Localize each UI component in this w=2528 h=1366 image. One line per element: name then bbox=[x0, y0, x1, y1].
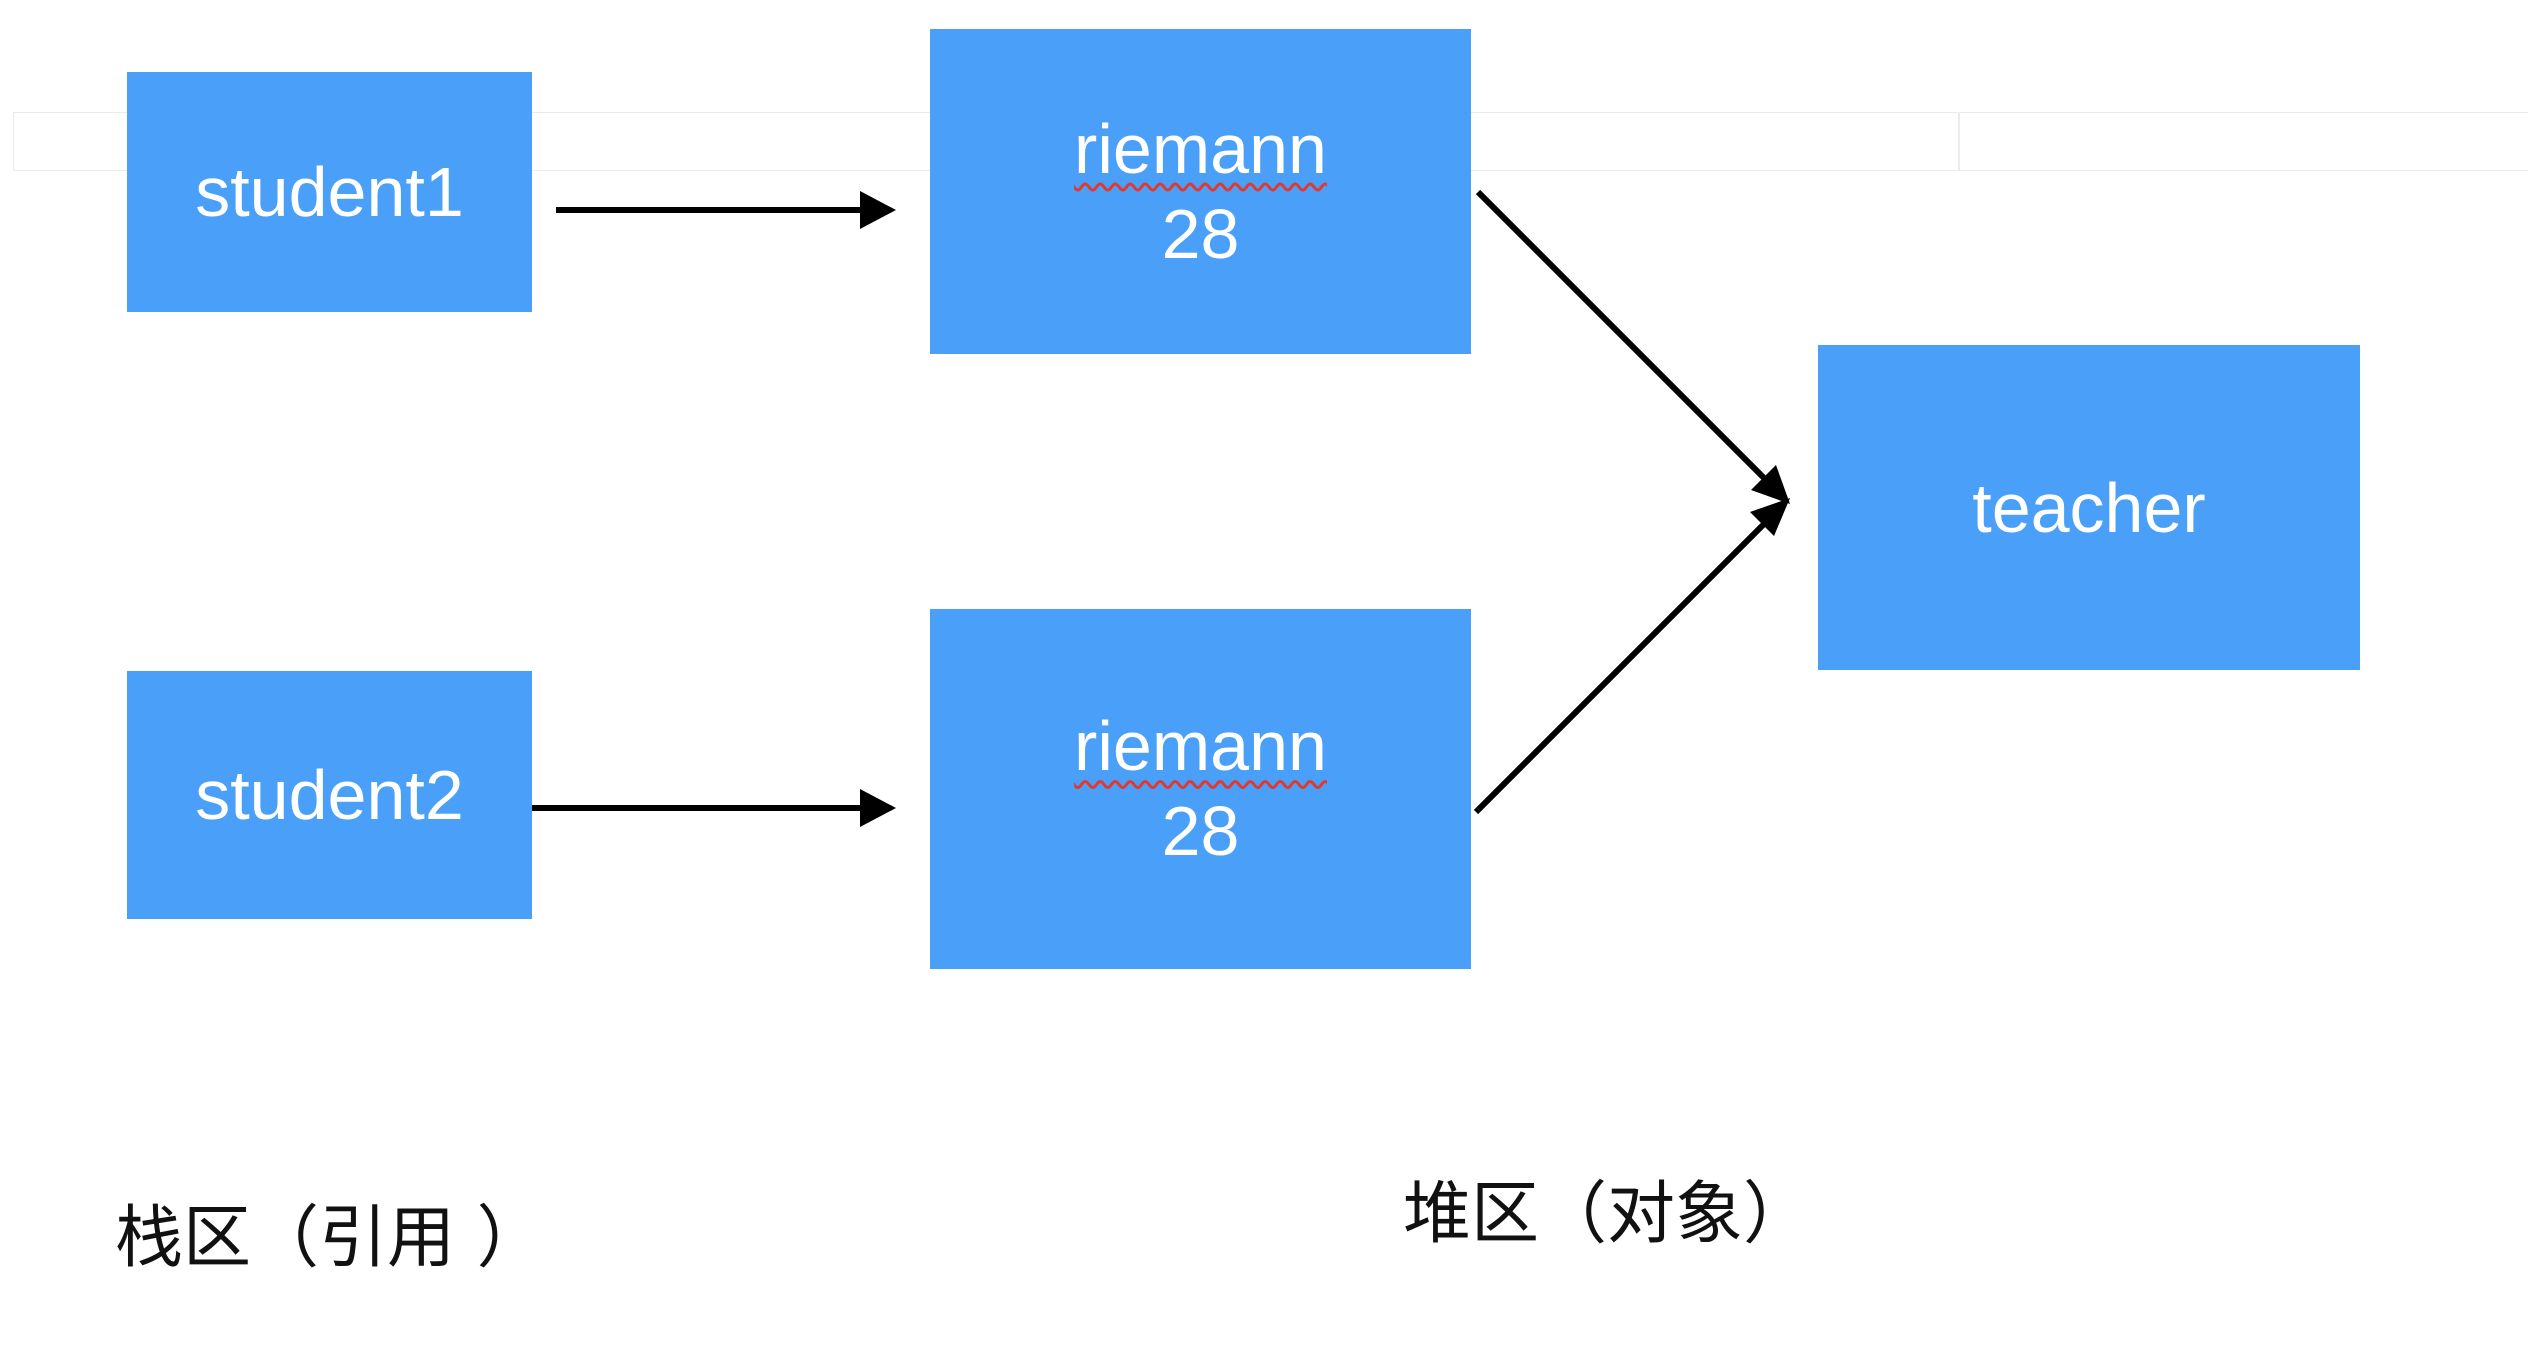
arrow-head-student1 bbox=[860, 191, 896, 229]
object-1-name: riemann bbox=[1074, 109, 1327, 188]
arrow-head-object2 bbox=[1750, 498, 1790, 536]
canvas-guide-right bbox=[1959, 112, 2528, 171]
student1-label: student1 bbox=[195, 153, 464, 231]
heap-region-label: 堆区（对象） bbox=[1403, 1175, 1812, 1254]
heap-teacher-object: teacher bbox=[1818, 345, 2360, 670]
object-2-value: 28 bbox=[1161, 792, 1240, 870]
object-1-value: 28 bbox=[1161, 194, 1240, 273]
arrow-object2-to-teacher bbox=[1473, 521, 1767, 815]
object-2-name: riemann bbox=[1074, 707, 1327, 785]
arrow-object1-to-teacher bbox=[1475, 189, 1769, 483]
arrow-head-object1 bbox=[1751, 465, 1790, 504]
heap-object-2: riemann 28 bbox=[930, 609, 1471, 969]
stack-ref-student1: student1 bbox=[127, 72, 532, 312]
stack-region-label: 栈区（引用 ） bbox=[115, 1199, 545, 1278]
stack-ref-student2: student2 bbox=[127, 671, 532, 919]
heap-object-1: riemann 28 bbox=[930, 29, 1471, 354]
student2-label: student2 bbox=[195, 756, 464, 834]
teacher-label: teacher bbox=[1972, 468, 2206, 547]
arrow-head-student2 bbox=[860, 789, 896, 827]
